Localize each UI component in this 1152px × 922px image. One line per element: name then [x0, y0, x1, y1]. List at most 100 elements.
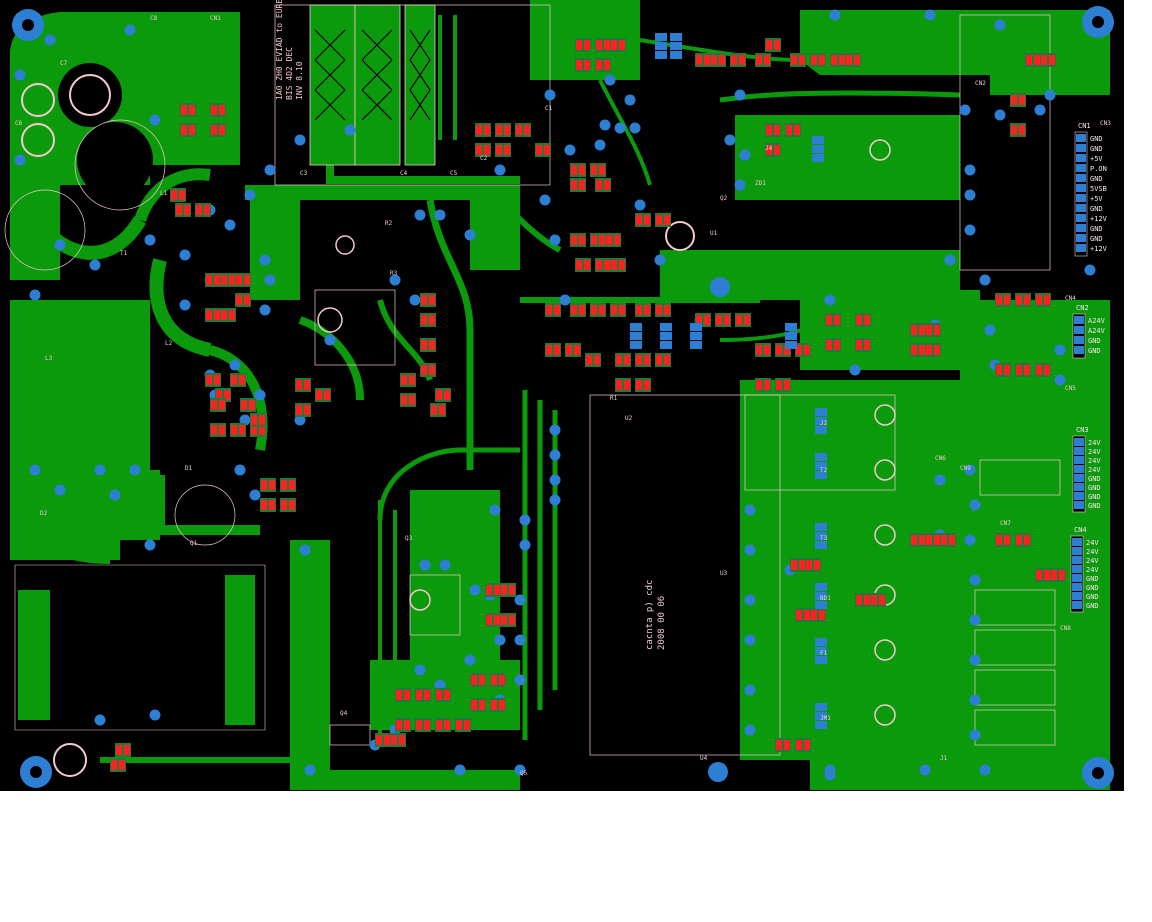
via [29, 464, 41, 476]
pour-transformer-right [225, 575, 255, 725]
smd-pad [636, 305, 642, 315]
smd-pad [806, 560, 812, 570]
smd-pad [214, 375, 220, 385]
via [494, 634, 506, 646]
via [959, 104, 971, 116]
pcb-layout: GNDGND+5VP.ONGND5VSB+5VGND+12VGNDGND+12V… [4, 0, 1114, 790]
smd-pad [396, 690, 402, 700]
via [44, 34, 56, 46]
via [14, 154, 26, 166]
smd-pad [464, 720, 470, 730]
pour-top-right [800, 10, 1110, 95]
ref-designator: D2 [40, 510, 48, 517]
smd-pad [181, 105, 187, 115]
via [389, 274, 401, 286]
via [564, 144, 576, 156]
connector-pin [1072, 583, 1082, 591]
silk-circles [317, 139, 896, 726]
ref-designator: CN2 [975, 80, 986, 87]
header-pin [670, 33, 682, 41]
smd-pad [739, 55, 745, 65]
connector-name: CN4 [1074, 526, 1087, 534]
via [94, 714, 106, 726]
connector-pin [1072, 556, 1082, 564]
ref-designator: T2 [820, 467, 828, 474]
via [594, 139, 606, 151]
smd-pad [476, 125, 482, 135]
smd-pad [471, 675, 477, 685]
smd-pad [934, 345, 940, 355]
smd-pads [110, 38, 1066, 772]
via [304, 764, 316, 776]
via [179, 299, 191, 311]
ref-designator: R1 [610, 395, 618, 402]
via [149, 114, 161, 126]
smd-pad [619, 40, 625, 50]
via [464, 229, 476, 241]
smd-pad [384, 735, 390, 745]
connector-name: CN3 [1076, 426, 1089, 434]
void-regulator [340, 220, 420, 300]
heatsink-2 [354, 4, 401, 166]
smd-pad [216, 390, 222, 400]
via [144, 539, 156, 551]
smd-pad [566, 345, 572, 355]
smd-pad [224, 390, 230, 400]
smd-pad [431, 405, 437, 415]
header-pin [785, 323, 797, 331]
via [1034, 104, 1046, 116]
smd-pad [1044, 365, 1050, 375]
header-pin [670, 51, 682, 59]
smd-pad [456, 720, 462, 730]
via [599, 119, 611, 131]
connector-pin-label: 5VSB [1090, 185, 1107, 193]
smd-pad [289, 500, 295, 510]
smd-pad [206, 375, 212, 385]
smd-pad [796, 345, 802, 355]
ref-designator: CN1 [210, 15, 221, 22]
smd-pad [436, 390, 442, 400]
header-pin [815, 471, 827, 479]
smd-pad [1016, 365, 1022, 375]
smd-pad [619, 260, 625, 270]
smd-pad [644, 215, 650, 225]
ic-label-2: 2008 00 06 [657, 596, 667, 650]
smd-pad [814, 560, 820, 570]
via [414, 664, 426, 676]
smd-pad [259, 415, 265, 425]
connector-pin-label: GND [1086, 575, 1099, 583]
header-pin [670, 42, 682, 50]
smd-pad [871, 595, 877, 605]
ref-designator: CN7 [1000, 520, 1011, 527]
header-pin [815, 417, 827, 425]
via [559, 294, 571, 306]
smd-pad [221, 275, 227, 285]
smd-pad [516, 125, 522, 135]
smd-pad [259, 425, 265, 435]
via [124, 24, 136, 36]
smd-pad [219, 425, 225, 435]
smd-pad [854, 55, 860, 65]
smd-pad [479, 675, 485, 685]
ref-designator: R2 [385, 220, 393, 227]
header-pin [815, 426, 827, 434]
via [734, 179, 746, 191]
smd-pad [834, 315, 840, 325]
via [409, 294, 421, 306]
smd-pad [941, 535, 947, 545]
via [264, 274, 276, 286]
smd-pad [504, 145, 510, 155]
connector-pin-label: GND [1086, 593, 1099, 601]
smd-pad [574, 345, 580, 355]
via [514, 764, 526, 776]
smd-pad [401, 395, 407, 405]
smd-pad [476, 145, 482, 155]
smd-pad [429, 365, 435, 375]
smd-pad [604, 40, 610, 50]
smd-pad [584, 60, 590, 70]
connector-pin-label: 24V [1086, 566, 1099, 574]
smd-pad [391, 735, 397, 745]
smd-pad [856, 595, 862, 605]
heatsink-3 [404, 4, 436, 166]
mounting-holes [12, 6, 1114, 789]
